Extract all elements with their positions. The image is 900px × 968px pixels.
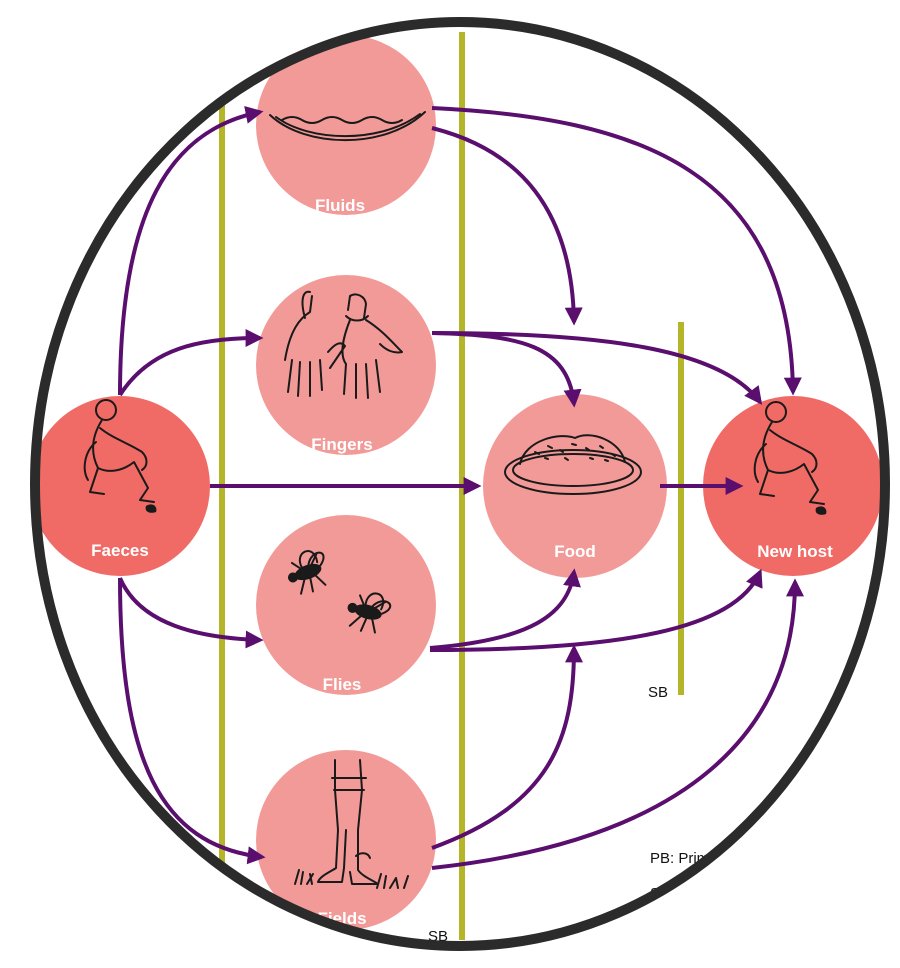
faeces-label: Faeces bbox=[91, 541, 149, 560]
arrow-faeces-to-fields bbox=[120, 578, 262, 857]
flies-label: Flies bbox=[323, 675, 362, 694]
sb-label-right: SB bbox=[648, 684, 668, 701]
arrow-flies-to-food bbox=[430, 572, 574, 648]
arrow-faeces-to-flies bbox=[120, 578, 260, 640]
food-label: Food bbox=[554, 542, 596, 561]
fluids-label: Fluids bbox=[315, 196, 365, 215]
arrow-faeces-to-fluids bbox=[120, 112, 260, 395]
new-host-label: New host bbox=[757, 542, 833, 561]
flies-node bbox=[256, 515, 436, 695]
arrow-fluids-to-food bbox=[432, 128, 574, 322]
arrow-flies-to-new-host bbox=[430, 572, 760, 650]
arrow-fingers-to-food bbox=[432, 333, 574, 404]
arrow-fields-to-food bbox=[432, 648, 574, 848]
arrow-fingers-to-new-host bbox=[432, 333, 760, 402]
fingers-label: Fingers bbox=[311, 435, 372, 454]
arrow-faeces-to-fingers bbox=[120, 338, 260, 395]
